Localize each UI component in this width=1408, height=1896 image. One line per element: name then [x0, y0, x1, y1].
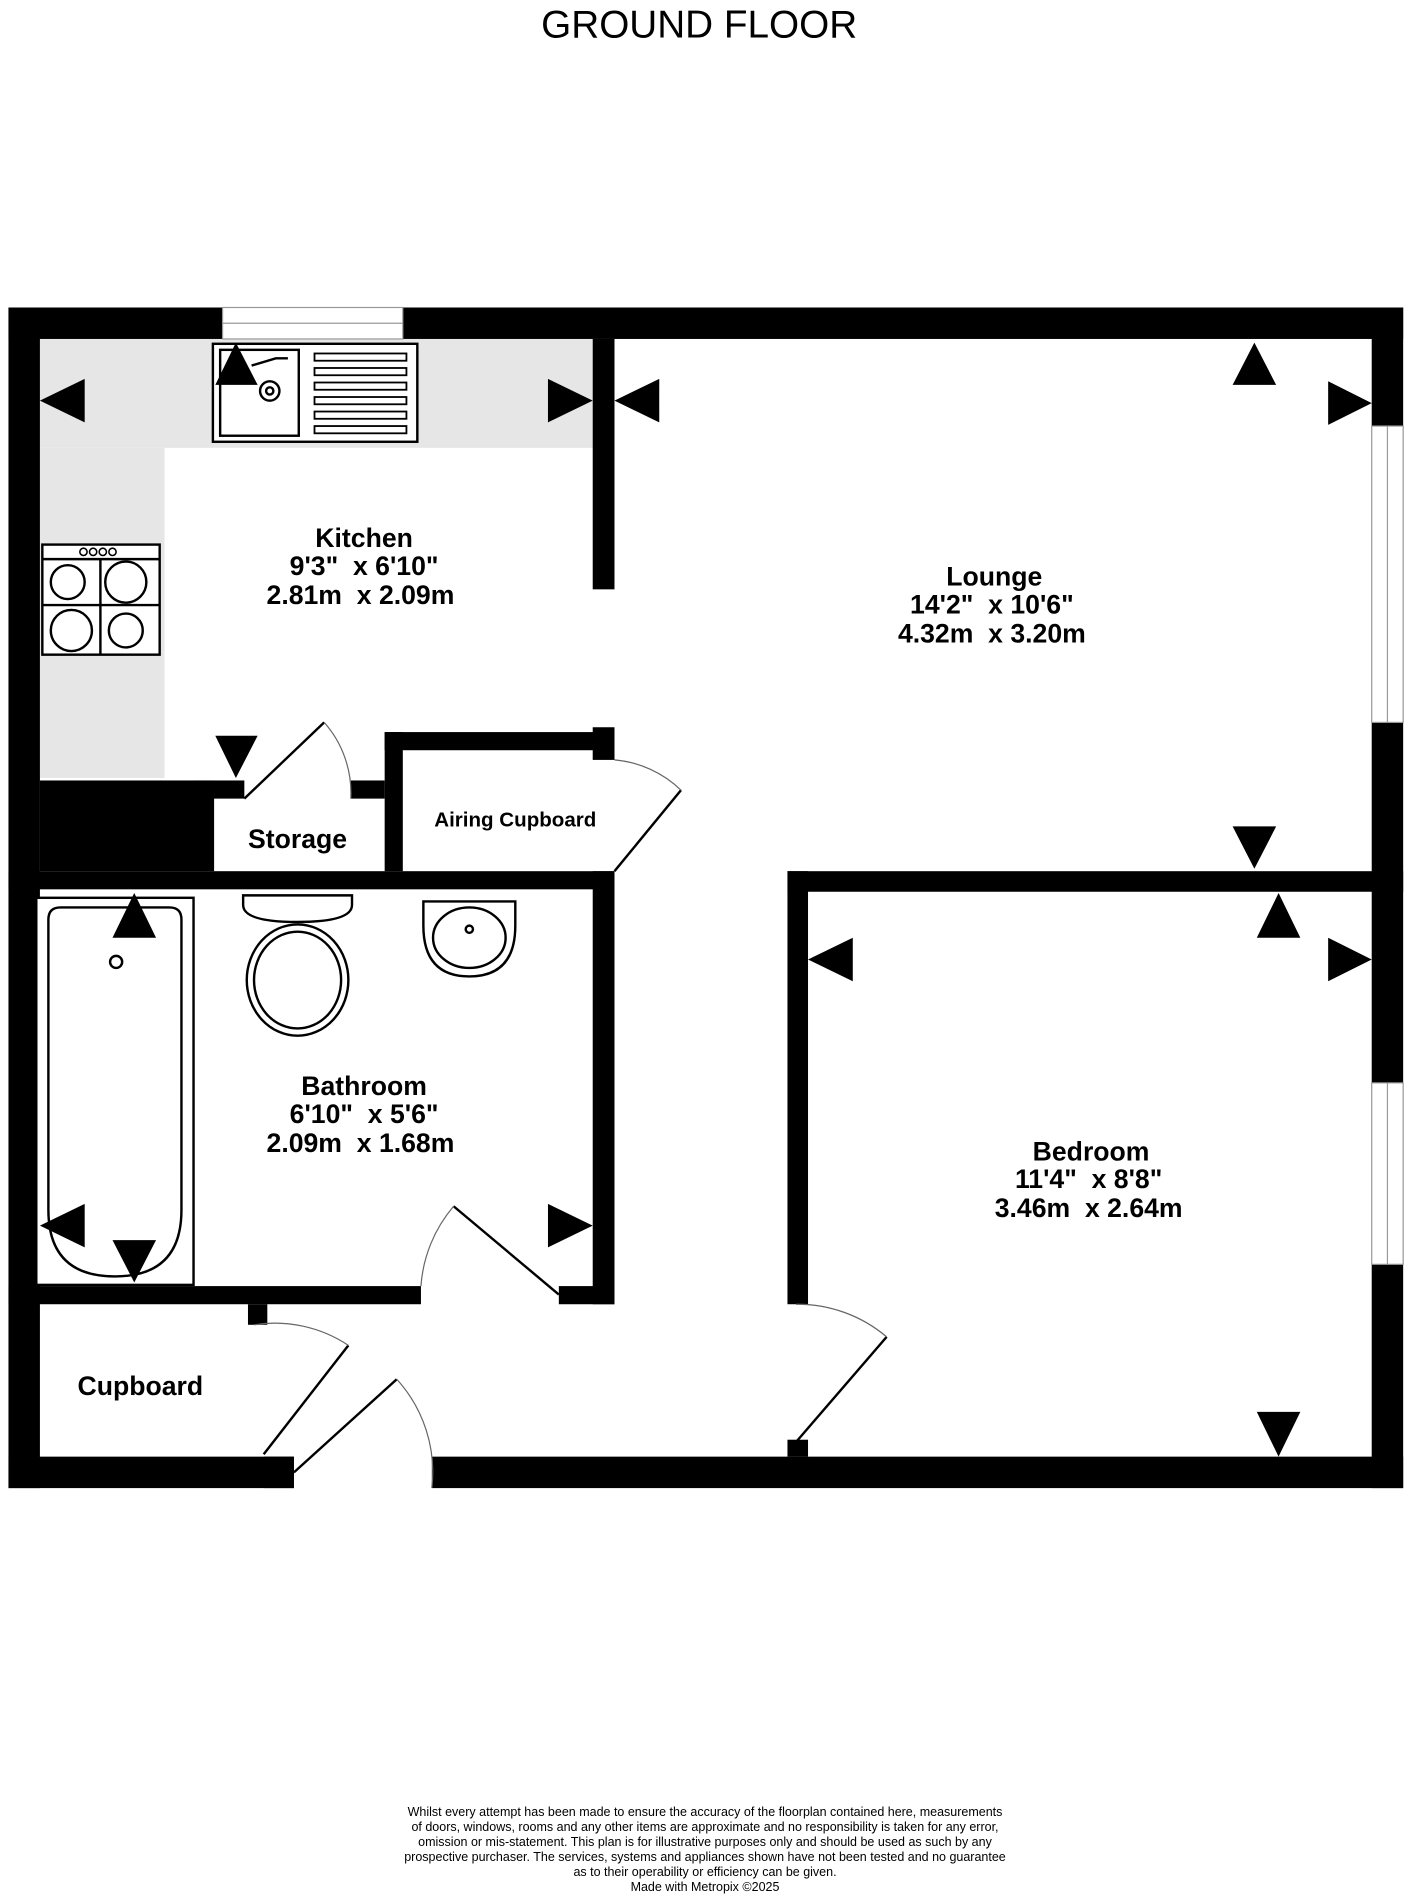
window-kitchen [221, 306, 404, 340]
room-name: Bedroom [1033, 1136, 1150, 1166]
room-storage: Storage [248, 824, 347, 854]
room-imperial: 6'10" x 5'6" [290, 1099, 439, 1129]
disclaimer: Whilst every attempt has been made to en… [370, 1805, 1040, 1895]
room-metric: 2.09m x 1.68m [267, 1128, 455, 1158]
room-kitchen: Kitchen 9'3" x 6'10" 2.81m x 2.09m [267, 523, 455, 610]
sink-icon [211, 342, 419, 443]
room-metric: 2.81m x 2.09m [267, 580, 455, 610]
room-metric: 4.32m x 3.20m [898, 619, 1086, 649]
room-bedroom: Bedroom 11'4" x 8'8" 3.46m x 2.64m [995, 1136, 1183, 1223]
room-imperial: 9'3" x 6'10" [290, 551, 439, 581]
room-name: Bathroom [301, 1071, 427, 1101]
disclaimer-line: Whilst every attempt has been made to en… [407, 1805, 1003, 1819]
doors [243, 721, 888, 1489]
toilet-icon [241, 894, 354, 1037]
disclaimer-line: of doors, windows, rooms and any other i… [411, 1820, 999, 1834]
hob-icon [41, 543, 161, 656]
room-bathroom: Bathroom 6'10" x 5'6" 2.09m x 1.68m [267, 1071, 455, 1158]
room-imperial: 14'2" x 10'6" [910, 590, 1074, 620]
room-airing-cupboard: Airing Cupboard [434, 808, 596, 831]
window-bedroom [1371, 1082, 1404, 1265]
credit: Made with Metropix ©2025 [630, 1880, 780, 1894]
disclaimer-line: prospective purchaser. The services, sys… [404, 1850, 1006, 1864]
room-imperial: 11'4" x 8'8" [1015, 1164, 1162, 1194]
room-cupboard: Cupboard [77, 1371, 203, 1401]
floor-title: GROUND FLOOR [541, 4, 857, 47]
room-metric: 3.46m x 2.64m [995, 1193, 1183, 1223]
basin-icon [422, 900, 517, 978]
room-name: Lounge [946, 562, 1042, 592]
room-lounge: Lounge 14'2" x 10'6" 4.32m x 3.20m [898, 562, 1086, 649]
disclaimer-line: as to their operability or efficiency ca… [573, 1865, 837, 1879]
disclaimer-line: omission or mis-statement. This plan is … [418, 1835, 992, 1849]
room-name: Kitchen [315, 523, 413, 553]
walls [8, 307, 1404, 1489]
dimension-markers [39, 342, 1372, 1457]
window-lounge [1371, 425, 1404, 724]
